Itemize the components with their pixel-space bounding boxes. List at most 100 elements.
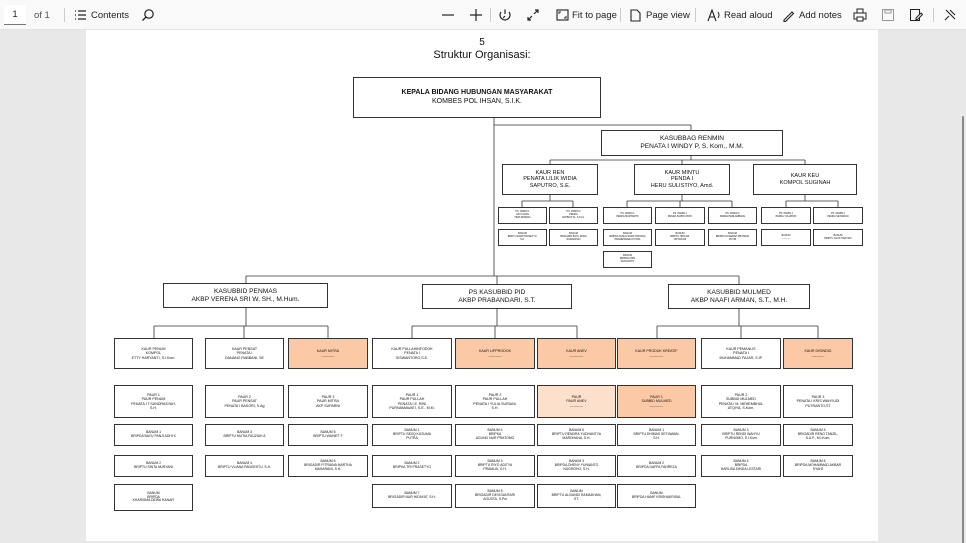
read-aloud-icon	[707, 8, 720, 21]
paur-box-line: PENATA I T.SANDRASYAH,	[131, 401, 176, 406]
renmin-staff-box-line: PS. PAMIN 3	[725, 211, 740, 215]
banum-box-line: BRIPDA DAFFA FAHREZA	[636, 465, 677, 469]
page-number-input[interactable]: 1	[4, 5, 26, 25]
paur-box-line: PAUR 2	[734, 393, 748, 398]
banum-box-line: BANUM 7	[404, 491, 420, 496]
renmin-staff-box-line: PRAMESWARA PUTRA	[614, 237, 641, 241]
kaur-box: KAUR MITRA-----------	[288, 338, 368, 369]
fit-to-page-button[interactable]: Fit to page	[556, 0, 617, 30]
kaur-box-line: KAUR MITRA	[316, 349, 340, 354]
document-page: 5 Struktur Organisasi: KEPALA BIDANG HUB…	[86, 30, 878, 541]
search-button[interactable]	[141, 0, 155, 30]
banum-box-line: BANUM 1	[145, 430, 162, 435]
zoom-out-button[interactable]	[441, 0, 455, 30]
banum-box-line: SYAH'I	[812, 466, 824, 471]
paur-box-line: PAUR PENSAT	[232, 399, 257, 404]
fullscreen-button[interactable]	[526, 0, 540, 30]
rotate-icon	[499, 9, 511, 21]
paur-box-line: PAUR	[571, 395, 582, 400]
kaur-box-line: -----------	[488, 353, 502, 358]
banum-box-line: BANUM	[650, 491, 663, 496]
save-as-icon	[910, 9, 923, 21]
kaur-box-line: KAUR DISINDIG	[804, 349, 832, 354]
banum-box-line: ST.	[574, 496, 579, 501]
mulmed-box-line: KASUBBID MULMED	[707, 288, 771, 296]
renmin-staff-box-line: PS. PAMIN 1	[779, 211, 793, 215]
zoom-in-button[interactable]	[469, 0, 483, 30]
kaur-box-line: KAUR LIPPRODOK	[479, 349, 511, 354]
search-icon	[142, 9, 154, 21]
paur-box-line: ATQIYA, S.Kom.	[727, 405, 755, 410]
renmin-staff-box-line: PS. PAMIN 1	[515, 210, 530, 214]
banum-box-line: MAHARANI, S.H.	[314, 466, 342, 471]
vertical-scrollbar[interactable]	[962, 116, 964, 543]
read-aloud-button[interactable]: Read aloud	[707, 0, 773, 30]
renmin-staff-box-line: BRIGADIR BAYU ADAM	[560, 235, 587, 239]
banum-box-line: BANUM 2	[648, 461, 665, 466]
renmin-staff-box-line: S.H.	[520, 237, 525, 241]
kaur-ren-box-line: PENATA LILIK WIDIA	[523, 176, 577, 183]
kaur-box-line: -----------	[321, 353, 335, 358]
save-icon	[882, 9, 894, 21]
kaur-box-line: SISWANTORO,S.E.	[395, 355, 429, 360]
banum-box-line: BANUM 4	[733, 459, 749, 464]
banum-box-line: BANUM 3	[733, 428, 749, 433]
contents-button[interactable]: Contents	[74, 0, 129, 30]
banum-box-line: BANUM 1	[404, 428, 420, 433]
banum-box-line: BRIPTU RIYO ADITYA	[477, 463, 513, 468]
page-view-button[interactable]: Page view	[629, 0, 690, 30]
paur-box-line: PUTRANTO,ST	[805, 403, 831, 408]
save-button[interactable]	[881, 0, 895, 30]
paur-box-line: SUBBID MULMED	[641, 399, 672, 404]
banum-box-line: BRIPTU VLIANA PANGESTU, S.H.	[217, 465, 272, 469]
banum-box-line: NUGROHO, S.H.	[563, 466, 590, 471]
banum-box-line: BRIPTU RENDI WAHYU	[722, 432, 760, 437]
banum-box-line: BRIPTU RENDRA YUDHANTYA	[551, 432, 602, 437]
document-viewer[interactable]: 5 Struktur Organisasi: KEPALA BIDANG HUB…	[0, 30, 966, 543]
fit-to-page-icon	[556, 9, 569, 21]
banum-box-line: BRIPDA BAYU PANJI ADHI K	[131, 434, 176, 438]
print-icon	[853, 8, 867, 22]
paur-box-line: PAUR PULLAH	[399, 397, 425, 402]
rotate-button[interactable]	[498, 0, 512, 30]
save-as-button[interactable]	[909, 0, 923, 30]
kaur-box-line: MUHAMMAD FAJAR, S.IP.	[719, 355, 763, 360]
paur-box-line: S.H.	[491, 405, 499, 410]
banum-box-line: BANUM 1	[648, 428, 665, 433]
renmin-staff-box-line: HEPI IRAWAN	[514, 215, 531, 219]
renmin-staff-box-line: PUTRI	[728, 237, 737, 241]
document-title: Struktur Organisasi:	[433, 49, 531, 61]
banum-box-line: PRAMUJI, S.H.	[483, 466, 507, 471]
banum-box-line: MARDHANA, S.H.	[562, 435, 591, 440]
renmin-staff-box-line: PENDA YULIATMO	[775, 214, 797, 218]
add-notes-button[interactable]: Add notes	[782, 0, 842, 30]
renmin-staff-box-line: PS. PAMIN 2	[831, 211, 845, 215]
paur-box-line: PENATA I KRIS WAHYUDI	[796, 399, 840, 404]
page-number-value: 1	[12, 9, 18, 20]
pin-button[interactable]	[943, 0, 957, 30]
mulmed-box-line: AKBP NAAFI ARMAN, S.T., M.H.	[690, 296, 788, 304]
renmin-staff-box-line: BANUM	[781, 233, 791, 237]
toolbar-divider	[64, 8, 65, 22]
renmin-staff-box-line: OKTAVIANI	[673, 237, 687, 241]
print-button[interactable]	[853, 0, 867, 30]
kaur-box-line: KAUR PENUM	[141, 347, 166, 352]
